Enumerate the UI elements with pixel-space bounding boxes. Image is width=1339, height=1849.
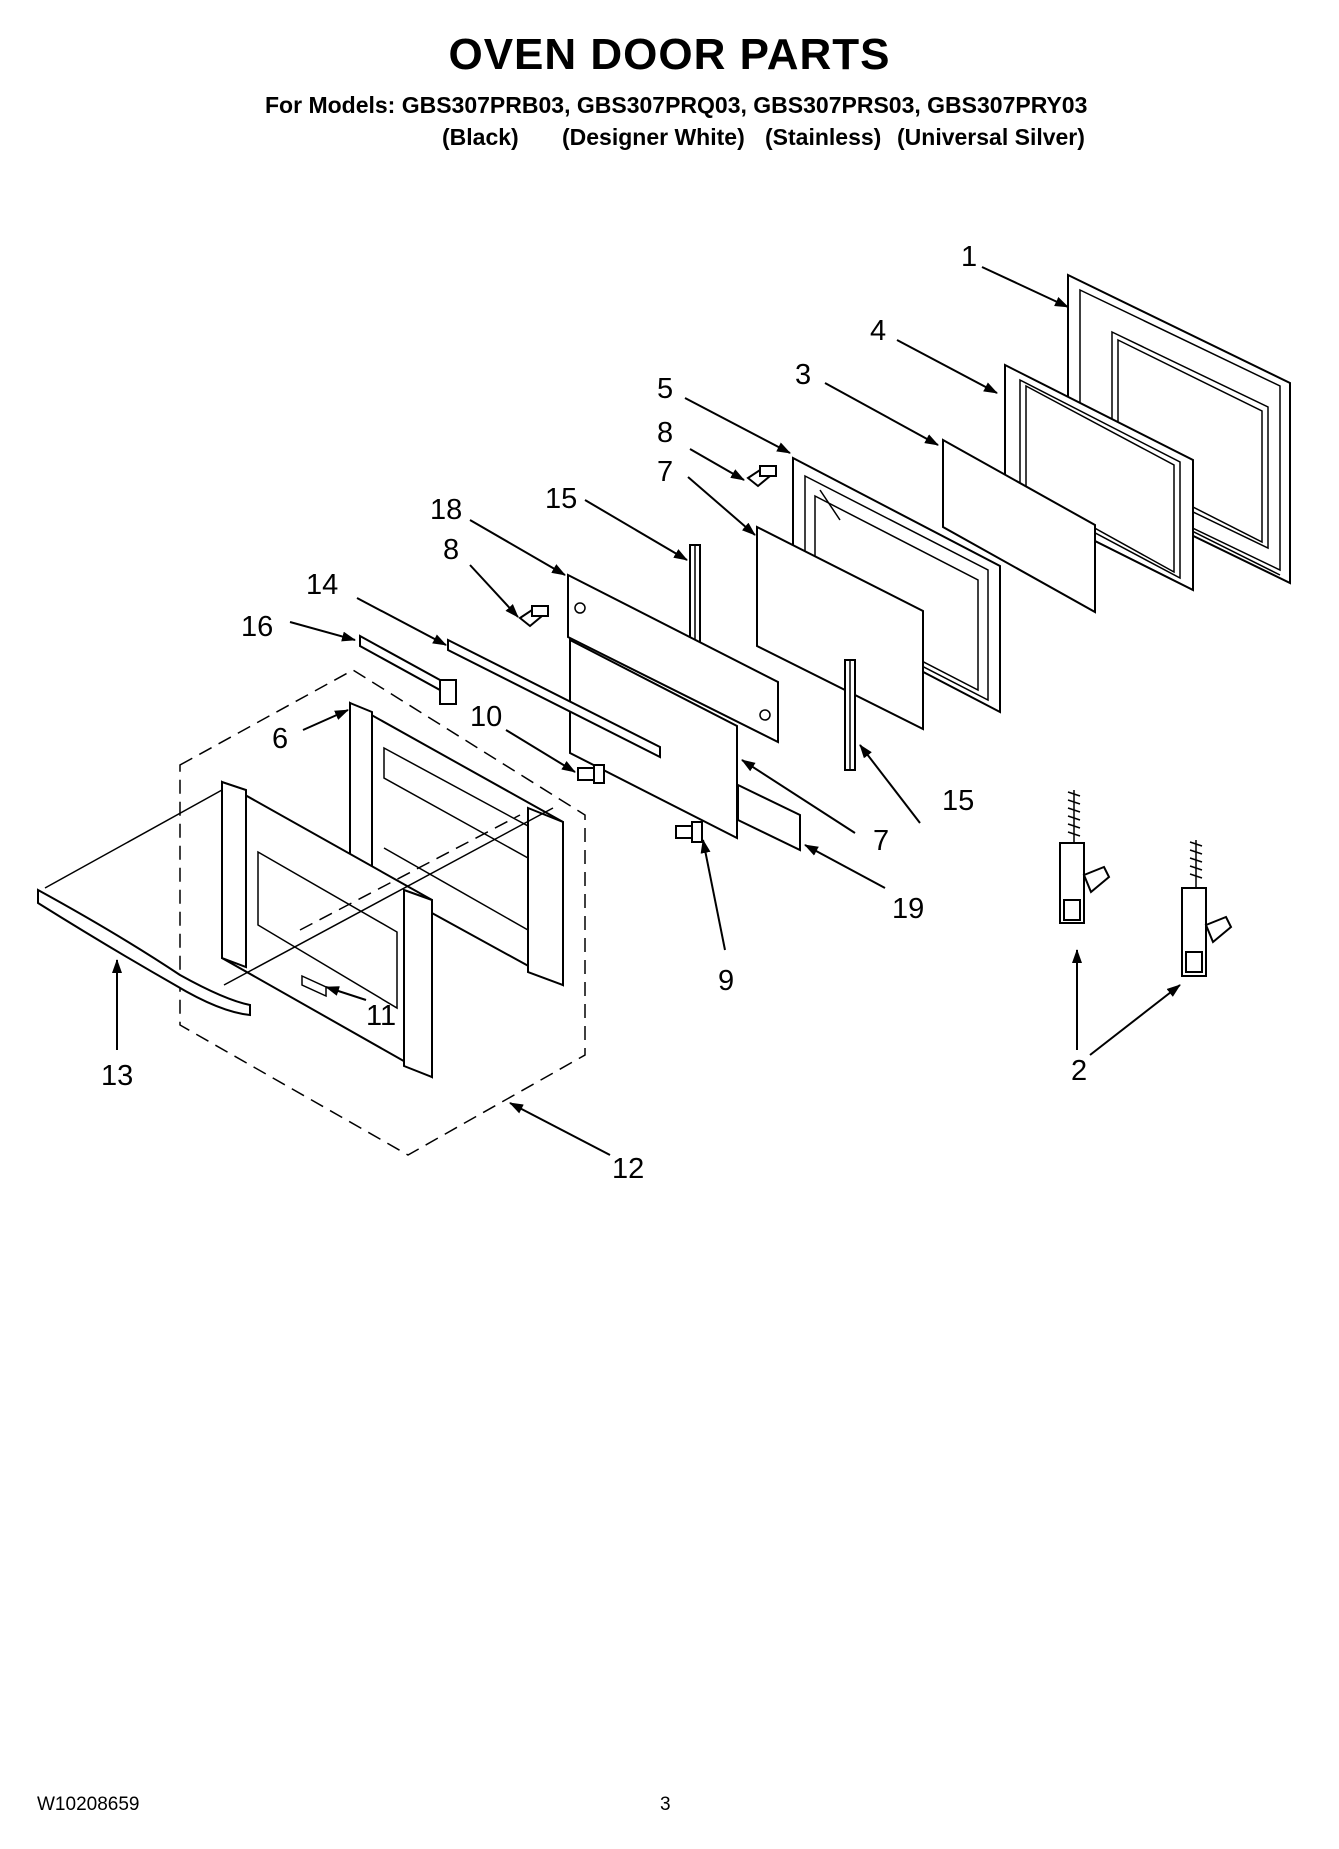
part-15-channel-upper — [689, 544, 701, 646]
callout-18: 18 — [430, 494, 462, 526]
variant-stainless: (Stainless) — [765, 124, 882, 150]
callout-3: 3 — [795, 359, 811, 391]
part-18-top-trim — [567, 573, 779, 744]
handle-mount-dashed-line — [299, 814, 521, 931]
callout-9: 9 — [718, 965, 734, 997]
callout-6: 6 — [272, 723, 288, 755]
part-16-bracket — [359, 634, 457, 705]
callout-1: 1 — [961, 241, 977, 273]
page-number: 3 — [660, 1794, 671, 1815]
part-4-door-frame — [1004, 363, 1194, 592]
part-14-rail — [447, 638, 661, 759]
callout-5: 5 — [657, 373, 673, 405]
part-7-glass-lower — [569, 638, 738, 840]
variant-universal-silver: (Universal Silver) — [897, 124, 1085, 150]
part-2-hinge-left — [1059, 790, 1111, 924]
handle-mount-line-right — [223, 807, 554, 986]
callout-16: 16 — [241, 611, 273, 643]
callout-11: 11 — [366, 1000, 396, 1032]
callout-10: 10 — [470, 701, 502, 733]
handle-mount-line-left — [44, 789, 223, 889]
part-8-screw-upper — [746, 465, 777, 488]
callout-14: 14 — [306, 569, 338, 601]
document-number: W10208659 — [37, 1794, 140, 1815]
callout-8-upper: 8 — [657, 417, 673, 449]
part-3-glass-panel — [942, 438, 1096, 614]
callout-15-upper: 15 — [545, 483, 577, 515]
callout-4: 4 — [870, 315, 886, 347]
page-title: OVEN DOOR PARTS — [448, 30, 891, 79]
callout-7-lower: 7 — [873, 825, 889, 857]
part-15-channel-lower — [844, 659, 856, 771]
callout-8-lower: 8 — [443, 534, 459, 566]
variant-black: (Black) — [442, 124, 519, 150]
models-line: For Models: GBS307PRB03, GBS307PRQ03, GB… — [265, 92, 1088, 118]
callout-12: 12 — [612, 1153, 644, 1185]
part-19-strip — [737, 783, 801, 852]
part-10-screw — [577, 764, 605, 784]
part-6-inner-liner — [349, 701, 564, 987]
callout-7-upper: 7 — [657, 456, 673, 488]
part-12-assembly-outline — [179, 669, 586, 1156]
part-9-screw — [675, 821, 703, 843]
part-13-handle — [37, 888, 251, 1017]
callout-2: 2 — [1071, 1055, 1087, 1087]
callout-19: 19 — [892, 893, 924, 925]
callout-13: 13 — [101, 1060, 133, 1092]
part-7-glass-upper — [756, 525, 924, 731]
callout-15-lower: 15 — [942, 785, 974, 817]
variant-designer-white: (Designer White) — [562, 124, 745, 150]
part-8-screw-lower — [518, 605, 549, 628]
part-2-hinge-right — [1181, 840, 1233, 977]
